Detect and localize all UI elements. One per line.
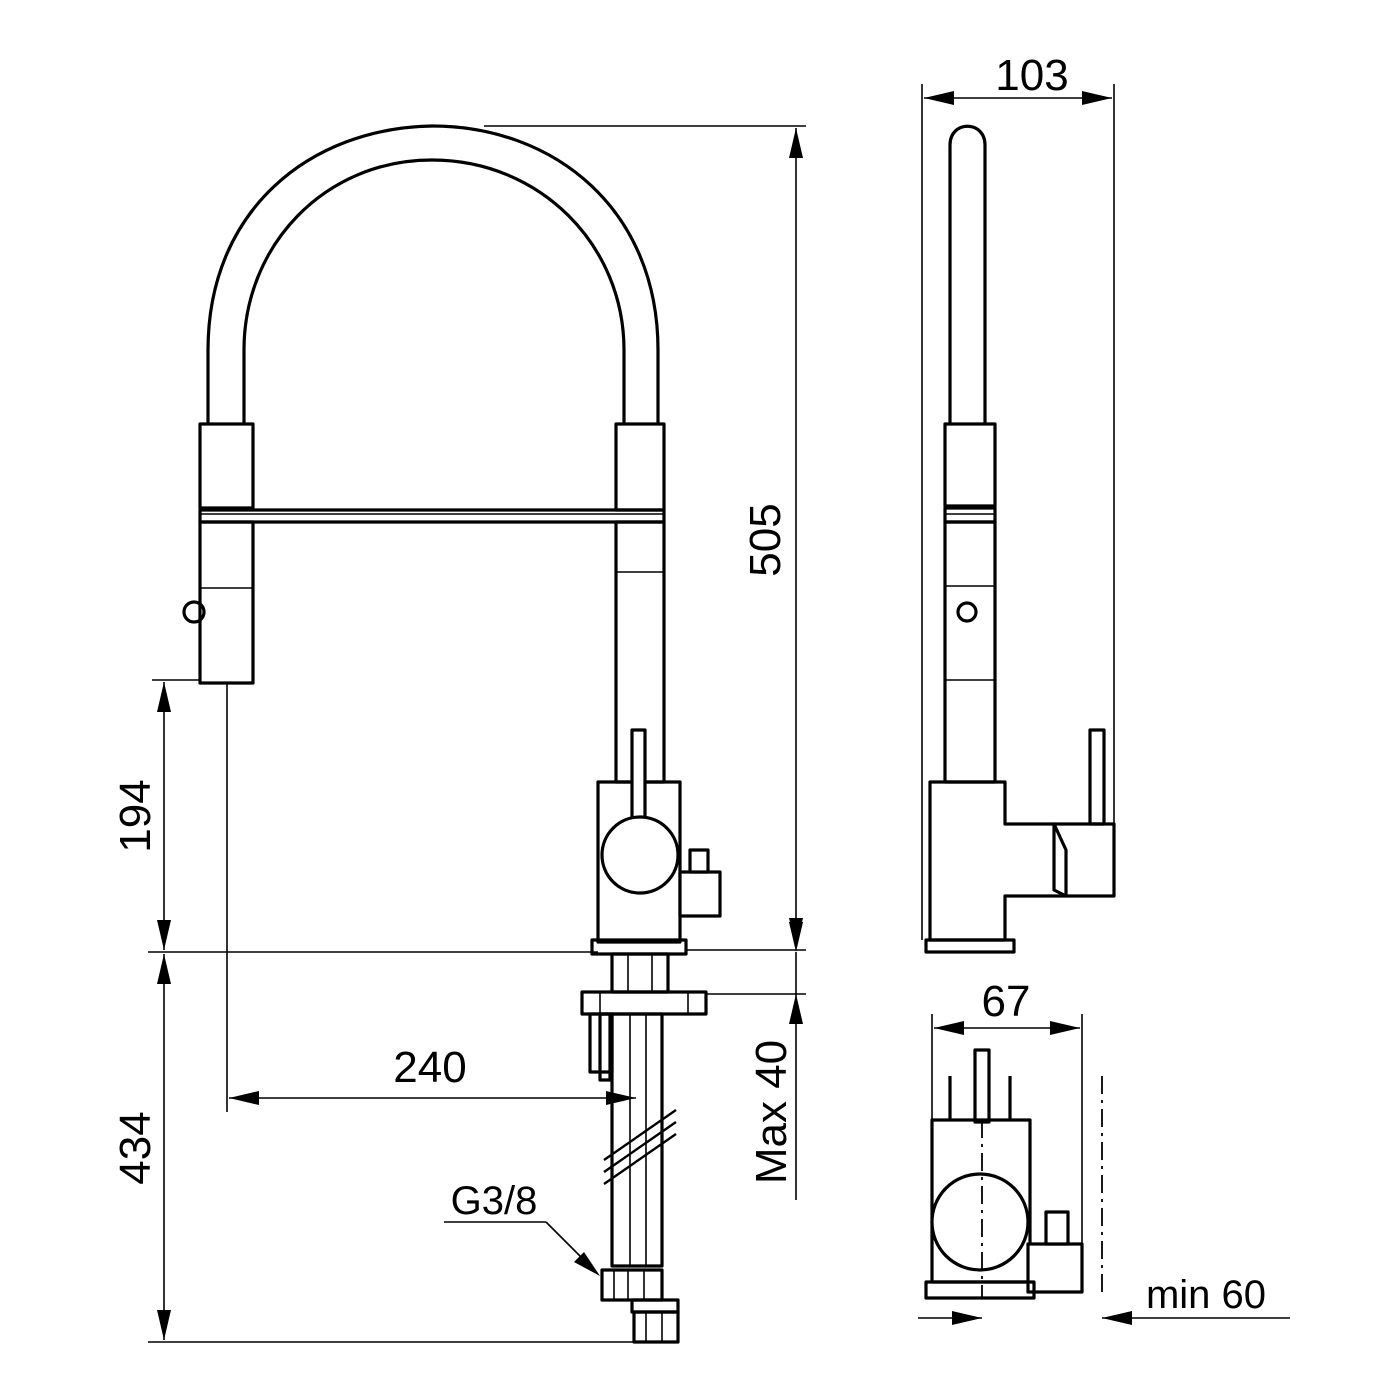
top-view: 67 min 60 [918,977,1290,1325]
dim-240: 240 [393,1043,466,1092]
side-spout [948,124,987,424]
front-view [182,124,722,1344]
hose-fitting [600,1268,664,1302]
thread-label: G3/8 [451,1179,538,1223]
shank [610,1012,664,1268]
side-hand-shower [943,520,997,784]
side-mixer [928,780,1116,942]
hand-shower-body [198,520,255,685]
side-button-icon [956,601,978,623]
dim-min-60: min 60 [1146,1273,1266,1317]
dim-434: 434 [111,1111,160,1184]
dim-103: 103 [995,51,1068,100]
side-view: 103 [921,51,1116,954]
shower-button-icon [182,600,206,624]
top-cartridge-icon [930,1172,1030,1272]
mixer-cartridge-icon [600,815,680,895]
bridge-bar [198,508,666,524]
side-valve-icon [678,870,722,918]
dim-505: 505 [741,503,790,576]
left-collar [198,422,255,510]
dim-max-40: Max 40 [747,1040,796,1184]
dim-67: 67 [982,977,1031,1026]
front-dimensions: 505 194 434 240 Max 40 G3/8 [111,125,806,1343]
spout-arc-inner [242,158,626,425]
right-collar [614,422,666,512]
dim-194: 194 [111,779,160,852]
spout-arc-outer [206,124,660,425]
